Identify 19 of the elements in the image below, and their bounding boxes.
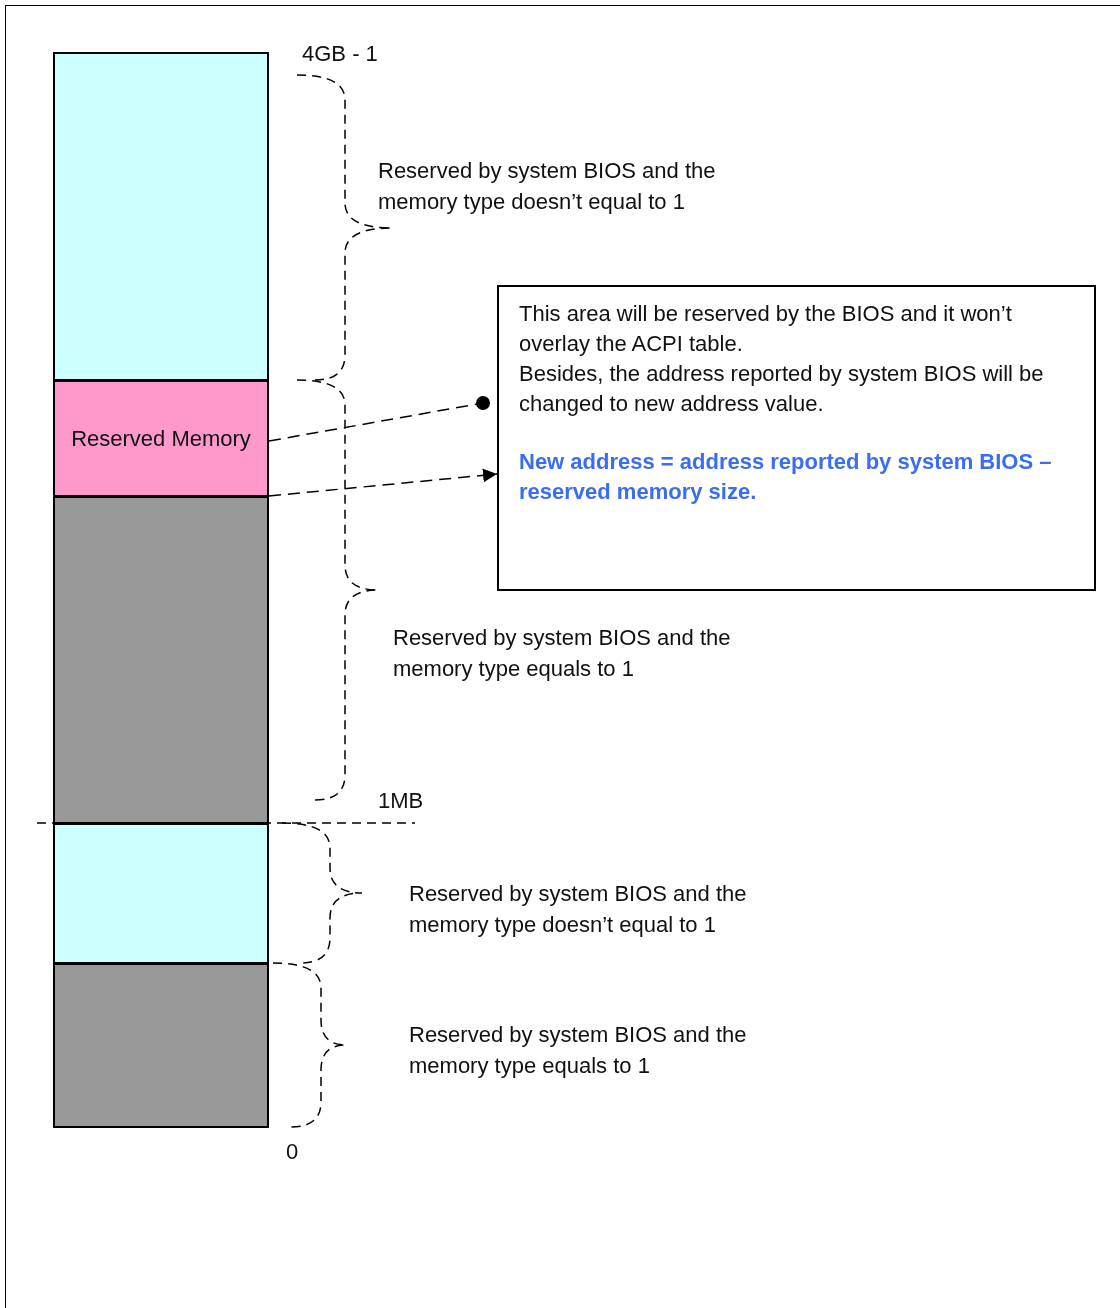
segment-label: Reserved Memory	[71, 424, 251, 453]
memory-segment	[53, 963, 269, 1128]
address-label: 1MB	[378, 787, 424, 815]
formula-text: New address = address reported by system BIOS – reserved memory size.	[519, 448, 1053, 506]
region-description: Reserved by system BIOS and the memory type doesn’t equal to 1	[409, 880, 748, 939]
note-box	[497, 285, 1096, 591]
region-description: Reserved by system BIOS and the memory type doesn’t equal to 1	[378, 157, 717, 216]
address-label: 0	[286, 1138, 299, 1166]
dot-leader-line	[268, 396, 490, 442]
memory-segment	[53, 380, 269, 497]
region-description: Reserved by system BIOS and the memory type equals to 1	[393, 624, 732, 683]
note-text: This area will be reserved by the BIOS and it won’t overlay the ACPI table.	[519, 300, 1013, 358]
note-text: Besides, the address reported by system BIOS will be changed to new address value.	[519, 360, 1045, 418]
arrow	[268, 468, 498, 497]
memory-segment	[53, 823, 269, 964]
region-description: Reserved by system BIOS and the memory type equals to 1	[409, 1021, 748, 1080]
memory-segment	[53, 496, 269, 824]
address-label: 4GB - 1	[302, 40, 378, 68]
memory-segment	[53, 52, 269, 381]
